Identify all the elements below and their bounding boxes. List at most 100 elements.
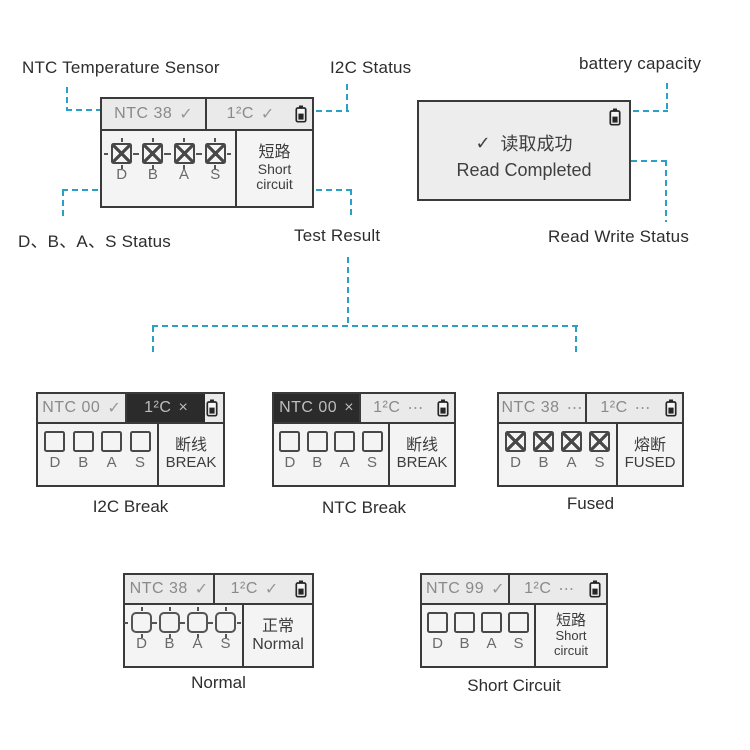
pin-b: B bbox=[135, 138, 164, 183]
pin-empty-icon bbox=[43, 430, 66, 453]
pin-letter: B bbox=[459, 635, 470, 652]
dbas-status-label: D、B、A、S Status bbox=[18, 232, 172, 251]
i2c-status-icon: ✓ bbox=[260, 106, 275, 123]
lcd-short-circuit: NTC 99 ✓ 1²C ⋯ D B A S 短路 Short circuit bbox=[420, 573, 608, 668]
pin-empty-icon bbox=[426, 611, 449, 634]
i2c-reading: 1²C bbox=[524, 580, 552, 597]
pin-letter: D bbox=[116, 166, 128, 183]
pin-letter: S bbox=[220, 635, 231, 652]
pin-row: D B A S bbox=[124, 605, 242, 666]
i2c-reading: 1²C bbox=[226, 105, 254, 122]
ntc-reading: NTC 38 bbox=[501, 399, 560, 416]
pin-crossed-icon bbox=[197, 138, 227, 165]
test-result-cell: 断线 BREAK bbox=[157, 424, 223, 485]
pin-letter: S bbox=[594, 454, 605, 471]
lcd-ntc-break: NTC 00 × 1²C ⋯ D B A S 断线 BREAK bbox=[272, 392, 456, 487]
pin-letter: A bbox=[566, 454, 577, 471]
test-result-cell: 短路 Short circuit bbox=[534, 605, 606, 666]
battery-icon bbox=[588, 575, 606, 603]
caption-ntc-break: NTC Break bbox=[321, 498, 407, 517]
pin-empty-icon bbox=[72, 430, 95, 453]
test-result-cell: 断线 BREAK bbox=[388, 424, 454, 485]
result-en: Short bbox=[257, 160, 292, 177]
pin-crossed-icon bbox=[135, 138, 164, 165]
result-en: FUSED bbox=[624, 454, 676, 472]
pin-letter: D bbox=[510, 454, 521, 471]
read-status-zh: 读取成功 bbox=[500, 134, 573, 154]
battery-icon bbox=[664, 394, 682, 422]
caption-i2c-break: I2C Break bbox=[92, 497, 169, 516]
connector-testresult-v bbox=[350, 189, 352, 218]
battery-icon bbox=[294, 575, 312, 603]
result-en: Short bbox=[555, 628, 587, 644]
ntc-status-icon: × bbox=[344, 399, 354, 416]
lcd-main-header: NTC 38 ✓ 1²C ✓ bbox=[102, 99, 312, 131]
pin-letter: D bbox=[432, 635, 443, 652]
caption-fused: Fused bbox=[566, 494, 615, 513]
connector-testresult-h bbox=[316, 189, 352, 191]
pin-letter: B bbox=[538, 454, 549, 471]
read-check-icon: ✓ bbox=[475, 132, 491, 153]
connector-i2c-h bbox=[316, 110, 349, 112]
pin-crossed-icon bbox=[104, 138, 133, 165]
battery-icon bbox=[436, 394, 454, 422]
pin-letter: B bbox=[164, 635, 175, 652]
test-result-label: Test Result bbox=[294, 226, 381, 245]
connector-ntc-h bbox=[66, 109, 102, 111]
lcd-i2c-break: NTC 00 ✓ 1²C × D B A S 断线 BREAK bbox=[36, 392, 225, 487]
connector-readwrite-v bbox=[665, 160, 667, 222]
pin-empty-icon bbox=[278, 430, 301, 453]
read-write-status-label: Read Write Status bbox=[548, 227, 690, 246]
pin-letter: B bbox=[147, 166, 158, 183]
pin-letter: A bbox=[339, 454, 350, 471]
pin-crossed-icon bbox=[504, 430, 527, 453]
pin-letter: A bbox=[179, 166, 190, 183]
connector-branch-bar bbox=[152, 325, 578, 327]
lcd-fused: NTC 38 ⋯ 1²C ⋯ D B A S 熔断 FUSED bbox=[497, 392, 684, 487]
result-en: Normal bbox=[252, 635, 304, 653]
ntc-reading: NTC 00 bbox=[42, 399, 101, 416]
test-result-cell: 熔断 FUSED bbox=[616, 424, 682, 485]
pin-empty-icon bbox=[306, 430, 329, 453]
pin-letter: B bbox=[78, 454, 89, 471]
pin-empty-icon bbox=[480, 611, 503, 634]
pin-row: D B A S bbox=[499, 424, 616, 485]
result-zh: 正常 bbox=[261, 617, 294, 635]
pin-s: S bbox=[197, 138, 227, 183]
lcd-normal: NTC 38 ✓ 1²C ✓ D B A S 正常 Normal bbox=[123, 573, 314, 668]
lcd-read-status: ✓ 读取成功 Read Completed bbox=[417, 100, 631, 201]
pin-empty-icon bbox=[507, 611, 530, 634]
caption-normal: Normal bbox=[191, 673, 246, 692]
ntc-status-icon: ✓ bbox=[107, 400, 121, 417]
i2c-status-icon: ⋯ bbox=[407, 400, 424, 417]
battery-icon bbox=[294, 99, 312, 129]
ntc-status-icon: ✓ bbox=[179, 106, 193, 123]
pin-letter: D bbox=[284, 454, 296, 471]
pin-normal-icon bbox=[180, 607, 209, 634]
pin-d: D bbox=[104, 138, 133, 183]
pin-letter: D bbox=[49, 454, 61, 471]
pin-row: D B A S bbox=[422, 605, 534, 666]
result-zh: 断线 bbox=[174, 437, 207, 455]
i2c-status-icon: ⋯ bbox=[558, 581, 575, 598]
result-zh: 熔断 bbox=[633, 437, 666, 455]
result-en: BREAK bbox=[165, 454, 217, 472]
connector-dbas-h bbox=[62, 189, 100, 191]
connector-branch-left-drop bbox=[152, 326, 154, 354]
connector-battery-v bbox=[666, 83, 668, 111]
pin-letter: D bbox=[136, 635, 147, 652]
battery-icon bbox=[609, 107, 621, 131]
i2c-status-icon: × bbox=[178, 399, 188, 416]
ntc-status-icon: ⋯ bbox=[566, 400, 583, 417]
caption-short-circuit: Short Circuit bbox=[467, 676, 561, 695]
pin-normal-icon bbox=[124, 607, 153, 634]
connector-dbas-v bbox=[62, 190, 64, 218]
pin-empty-icon bbox=[100, 430, 123, 453]
pin-letter: S bbox=[513, 635, 524, 652]
pin-normal-icon bbox=[208, 607, 237, 634]
result-en: circuit bbox=[256, 176, 293, 193]
pin-empty-icon bbox=[361, 430, 384, 453]
pin-crossed-icon bbox=[560, 430, 583, 453]
connector-battery-h bbox=[633, 110, 668, 112]
